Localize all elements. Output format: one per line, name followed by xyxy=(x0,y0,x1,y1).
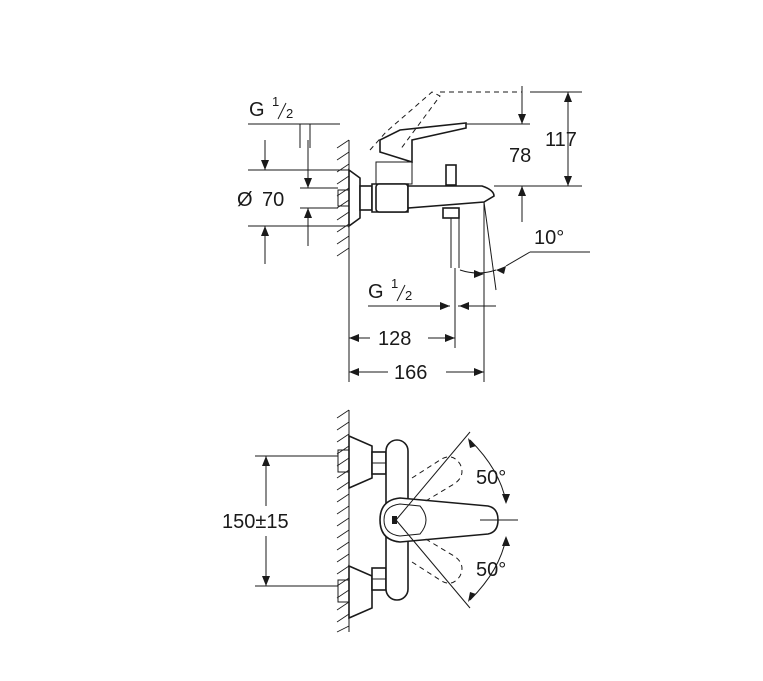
diameter-label: Ø 70 xyxy=(237,189,284,211)
thread-top-label: G 1 2 xyxy=(249,94,293,121)
side-nut xyxy=(359,185,373,211)
side-wall xyxy=(336,139,350,258)
thread-bottom-den: 2 xyxy=(405,288,412,303)
centers-label: 150±15 xyxy=(222,511,289,533)
handle-down-dashed xyxy=(411,537,463,584)
thread-top-den: 2 xyxy=(286,106,293,121)
front-wall xyxy=(336,409,350,633)
length-166-label: 166 xyxy=(394,362,427,384)
thread-top-prefix: G xyxy=(249,99,265,121)
side-escutcheon xyxy=(348,168,361,228)
length-128-label: 128 xyxy=(378,328,411,350)
thread-top-num: 1 xyxy=(272,94,279,109)
thread-bottom-prefix: G xyxy=(368,281,384,303)
height-78-label: 78 xyxy=(509,145,531,167)
angle-up-label: 50° xyxy=(476,467,506,489)
diverter-knob xyxy=(445,164,457,186)
handle-up-dashed xyxy=(411,456,463,503)
lever-raised-dashed xyxy=(369,91,441,151)
angle-down-label: 50° xyxy=(476,559,506,581)
lower-escutcheon xyxy=(348,564,373,620)
upper-escutcheon xyxy=(348,434,373,490)
angle-spout-label: 10° xyxy=(534,227,564,249)
front-view: 50° 50° 150±15 xyxy=(222,409,518,633)
spout xyxy=(407,185,495,209)
diameter-value: 70 xyxy=(262,189,284,211)
side-view: G 1 2 Ø 70 117 78 xyxy=(237,86,590,384)
thread-bottom-num: 1 xyxy=(391,276,398,291)
diameter-symbol: Ø xyxy=(237,189,253,211)
thread-bottom-label: G 1 2 xyxy=(368,276,412,303)
height-117-label: 117 xyxy=(545,129,577,151)
lever-handle xyxy=(379,122,467,164)
